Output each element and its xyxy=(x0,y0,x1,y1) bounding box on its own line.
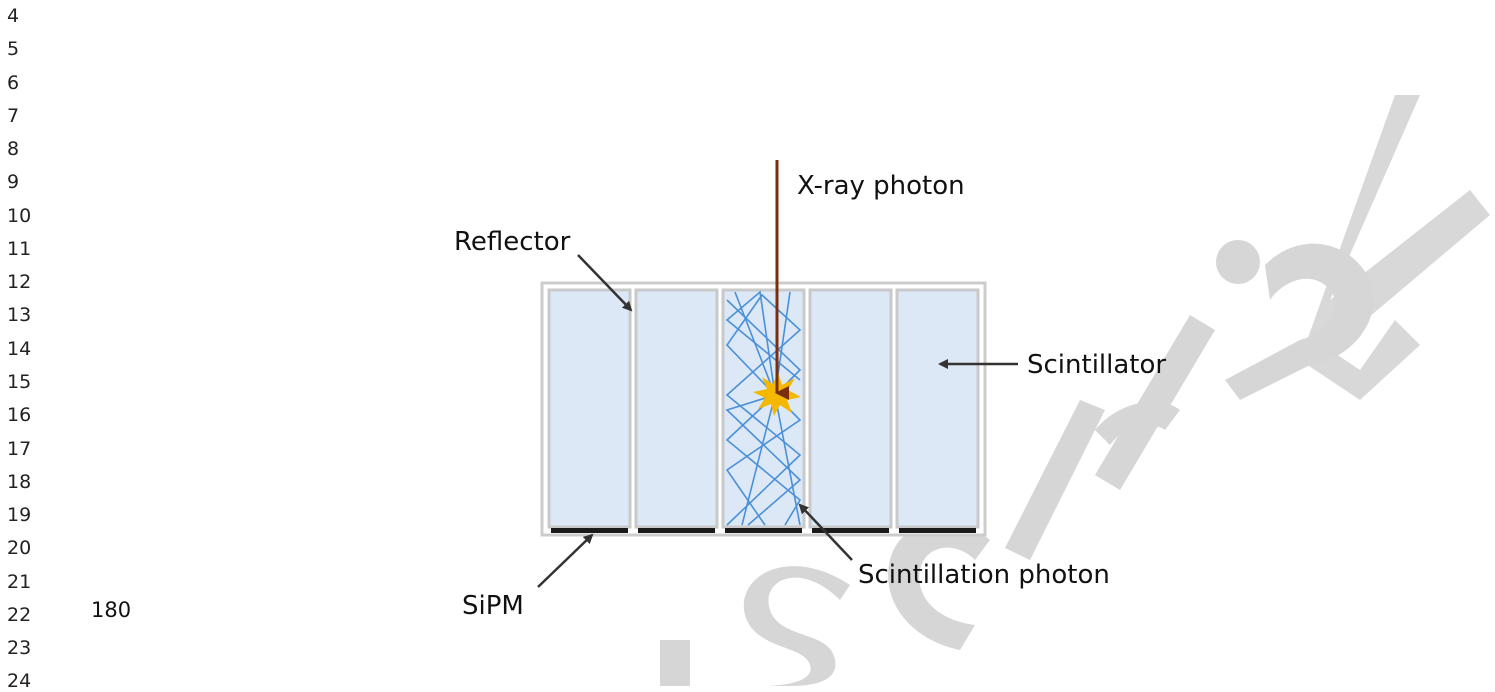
line-number: 17 xyxy=(7,438,32,460)
scintillator-crystal xyxy=(634,288,719,529)
scintillator-crystal xyxy=(808,288,893,529)
line-number: 13 xyxy=(7,304,32,326)
sipm-strip xyxy=(638,528,715,533)
page-number: 180 xyxy=(91,598,132,622)
sipm-strip xyxy=(812,528,889,533)
line-number: 21 xyxy=(7,571,32,593)
scintillator-label: Scintillator xyxy=(1027,350,1166,380)
line-number: 7 xyxy=(7,105,20,127)
line-number: 14 xyxy=(7,338,32,360)
scintillator-crystal xyxy=(721,288,806,529)
line-number: 12 xyxy=(7,271,32,293)
sipm-pointer-arrow xyxy=(537,533,594,588)
sipm-strip xyxy=(725,528,802,533)
scintillation-photon-label: Scintillation photon xyxy=(858,560,1110,590)
sipm-array xyxy=(551,528,976,533)
scintillator-crystal xyxy=(547,288,632,529)
line-number: 20 xyxy=(7,537,32,559)
line-number: 22 xyxy=(7,604,32,626)
scintillator-crystal xyxy=(895,288,980,529)
line-number: 6 xyxy=(7,72,20,94)
line-number: 23 xyxy=(7,637,32,659)
line-number: 19 xyxy=(7,504,32,526)
xray-photon-label: X-ray photon xyxy=(797,171,965,201)
sipm-strip xyxy=(551,528,628,533)
sipm-strip xyxy=(899,528,976,533)
sipm-label: SiPM xyxy=(462,591,524,621)
line-number: 8 xyxy=(7,138,20,160)
line-number: 10 xyxy=(7,205,32,227)
line-number: 5 xyxy=(7,38,20,60)
reflector-label: Reflector xyxy=(454,227,571,257)
scintillation-photon-pointer-arrow xyxy=(798,503,853,561)
line-number: 15 xyxy=(7,371,32,393)
line-number: 18 xyxy=(7,471,32,493)
line-number: 11 xyxy=(7,238,32,260)
reflector-pointer-arrow xyxy=(577,254,633,312)
line-number: 9 xyxy=(7,171,20,193)
line-numbers: 4 5 6 7 8 9 10 11 12 13 14 15 16 17 18 1… xyxy=(0,0,60,691)
line-number: 16 xyxy=(7,404,32,426)
line-number: 4 xyxy=(7,5,20,27)
